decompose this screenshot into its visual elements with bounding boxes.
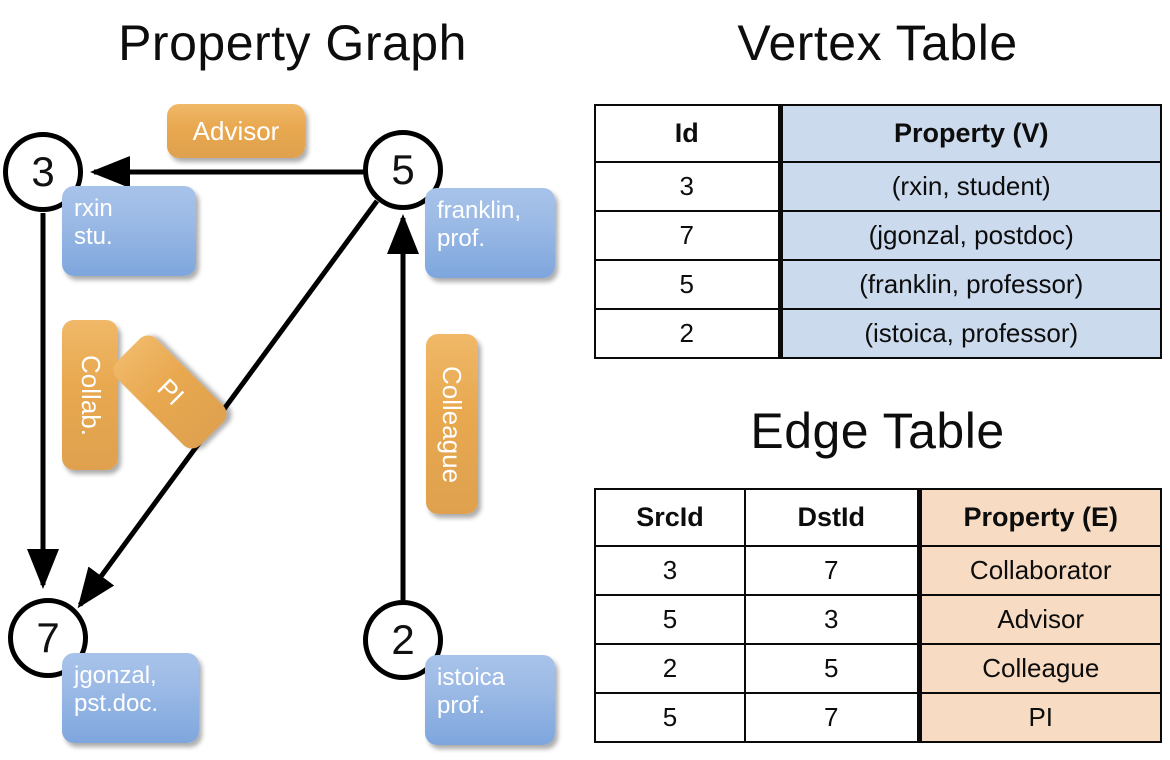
edge-table-header-srcid: SrcId <box>594 488 746 547</box>
vertex-prop-7-line1: jgonzal, <box>74 662 157 689</box>
edge-table-header-dstid: DstId <box>744 488 920 547</box>
vertex-row-2-id: 5 <box>594 259 781 310</box>
edge-label-colleague-text: Colleague <box>437 365 468 483</box>
graph-node-2[interactable]: 2 <box>363 600 443 680</box>
edge-row-2-dstid: 5 <box>744 643 920 694</box>
graph-edges <box>27 156 419 609</box>
vertex-row-0-id: 3 <box>594 161 781 212</box>
edge-row-3-dstid: 7 <box>744 692 920 743</box>
vertex-row-2-property: (franklin, professor) <box>777 259 1162 310</box>
vertex-table-header-row: Id Property (V) <box>594 104 1162 163</box>
edge-label-advisor: Advisor <box>167 104 305 158</box>
edge-label-collab-text: Collab. <box>75 354 106 436</box>
vertex-prop-2-line2: prof. <box>437 691 486 719</box>
table-row: 5 3 Advisor <box>594 594 1162 645</box>
vertex-prop-box-7: jgonzal, pst.doc. <box>62 653 199 743</box>
property-graph-title: Property Graph <box>118 15 467 71</box>
property-graph-panel: Property Graph 3 5 7 2 rxin stu. frankli… <box>3 15 555 745</box>
edge-table-title: Edge Table <box>750 403 1005 459</box>
vertex-table-title: Vertex Table <box>737 15 1018 71</box>
vertex-prop-7-line2: pst.doc. <box>74 689 159 717</box>
edge-table-header-property: Property (E) <box>916 488 1162 547</box>
edge-row-1-srcid: 5 <box>594 594 746 645</box>
edge-table-header-row: SrcId DstId Property (E) <box>594 488 1162 547</box>
vertex-row-1-property: (jgonzal, postdoc) <box>777 210 1162 261</box>
vertex-prop-5-line1: franklin, <box>437 197 522 224</box>
vertex-row-3-property: (istoica, professor) <box>777 308 1162 359</box>
vertex-prop-5-line2: prof. <box>437 224 486 252</box>
vertex-prop-box-2: istoica prof. <box>425 655 555 745</box>
table-row: 5 (franklin, professor) <box>594 259 1162 310</box>
edge-row-1-property: Advisor <box>916 594 1162 645</box>
edge-row-1-dstid: 3 <box>744 594 920 645</box>
vertex-table-header-id: Id <box>594 104 781 163</box>
edge-row-3-property: PI <box>916 692 1162 743</box>
edge-row-0-property: Collaborator <box>916 545 1162 596</box>
vertex-prop-box-3: rxin stu. <box>62 186 196 276</box>
table-row: 5 7 PI <box>594 692 1162 743</box>
edge-row-2-srcid: 2 <box>594 643 746 694</box>
edge-row-3-srcid: 5 <box>594 692 746 743</box>
vertex-row-3-id: 2 <box>594 308 781 359</box>
vertex-prop-2-line1: istoica <box>437 664 506 691</box>
edge-5-to-7 <box>77 199 380 609</box>
edge-label-colleague: Colleague <box>426 334 478 514</box>
vertex-row-0-property: (rxin, student) <box>777 161 1162 212</box>
vertex-prop-3-line2: stu. <box>74 222 113 250</box>
graph-node-5[interactable]: 5 <box>363 130 443 210</box>
edge-label-collab: Collab. <box>62 320 118 470</box>
vertex-table-header-property: Property (V) <box>777 104 1162 163</box>
table-row: 3 7 Collaborator <box>594 545 1162 596</box>
vertex-table: Id Property (V) 3 (rxin, student) 7 (jgo… <box>594 104 1162 359</box>
vertex-prop-3-line1: rxin <box>74 195 113 222</box>
vertex-row-1-id: 7 <box>594 210 781 261</box>
table-row: 7 (jgonzal, postdoc) <box>594 210 1162 261</box>
edge-row-0-dstid: 7 <box>744 545 920 596</box>
table-row: 3 (rxin, student) <box>594 161 1162 212</box>
edge-label-pi-text: PI <box>151 372 190 411</box>
vertex-prop-box-5: franklin, prof. <box>425 188 555 278</box>
table-row: 2 5 Colleague <box>594 643 1162 694</box>
edge-table: SrcId DstId Property (E) 3 7 Collaborato… <box>594 488 1162 743</box>
table-row: 2 (istoica, professor) <box>594 308 1162 359</box>
edge-row-2-property: Colleague <box>916 643 1162 694</box>
edge-row-0-srcid: 3 <box>594 545 746 596</box>
